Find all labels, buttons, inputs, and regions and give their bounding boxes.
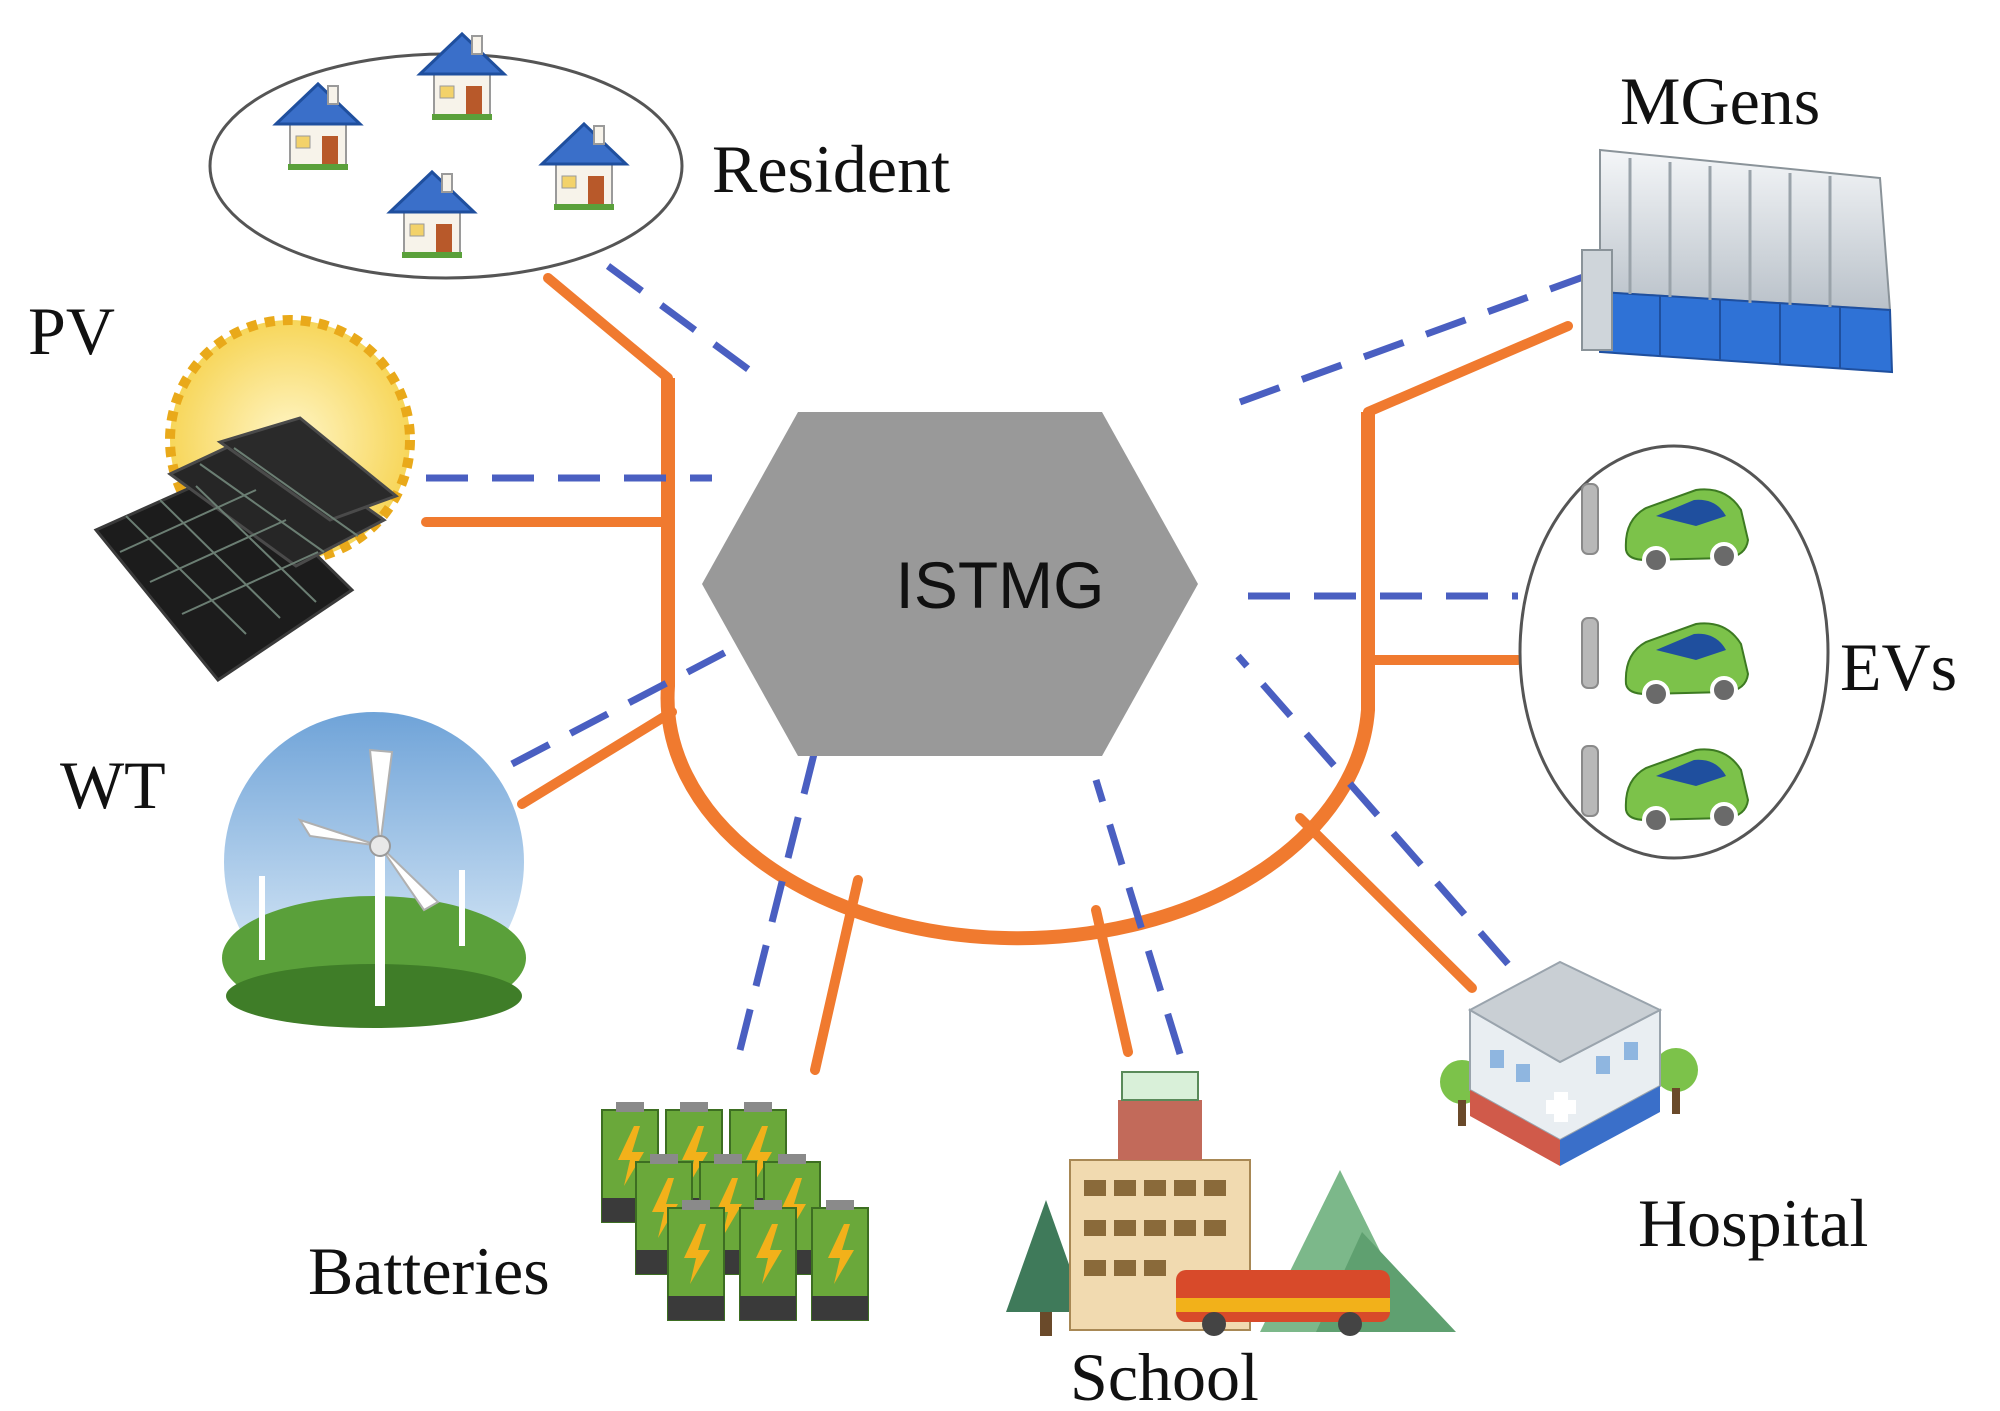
wind-turbine-icon [222,712,526,1028]
power-line-school [1091,905,1133,1057]
data-line-batteries [736,721,826,1051]
mgens-node: MGens [1581,63,1894,374]
data-connections [426,263,1588,1056]
istmg-hub: ISTMG [702,412,1198,756]
electric-car-icon [1581,483,1750,834]
batteries-label: Batteries [308,1233,550,1309]
wt-label: WT [60,747,166,823]
hospital-label: Hospital [1638,1185,1868,1261]
power-line-mgens [1363,321,1573,417]
data-line-resident [605,263,755,375]
hospital-node: Hospital [1440,960,1868,1261]
power-bus [660,378,1375,946]
power-connections [421,273,1573,1075]
batteries-node: Batteries [308,1101,869,1321]
generator-icon [1581,148,1894,374]
school-icon [1006,1071,1456,1336]
power-line-resident [543,273,673,383]
power-line-hospital [1295,813,1477,993]
hub-label: ISTMG [896,548,1105,622]
power-line-wt [517,707,677,809]
power-line-batteries [810,875,863,1075]
hospital-icon [1440,960,1698,1166]
battery-icon [601,1101,869,1321]
school-label: School [1070,1339,1259,1411]
hub-hexagon [702,412,1198,756]
pv-node: PV [28,293,415,683]
data-line-wt [510,626,770,768]
resident-label: Resident [712,131,950,207]
pv-label: PV [28,293,115,369]
data-line-hospital [1235,653,1511,967]
evs-label: EVs [1840,629,1957,705]
data-line-school [1092,778,1184,1056]
solar-panel-icon [93,315,415,683]
mgens-label: MGens [1620,63,1820,139]
wt-node: WT [60,712,526,1028]
school-node: School [1006,1071,1456,1411]
evs-node: EVs [1518,444,1957,860]
resident-node: Resident [208,32,950,280]
